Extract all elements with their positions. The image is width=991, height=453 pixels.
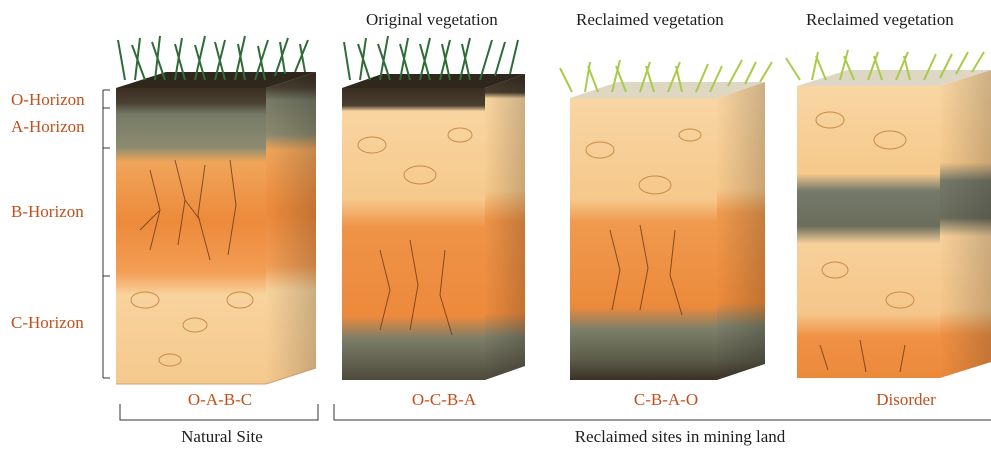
horizon-label-c: C-Horizon xyxy=(11,314,84,331)
sequence-natural: O-A-B-C xyxy=(160,391,280,408)
group-label-reclaimed: Reclaimed sites in mining land xyxy=(540,428,820,445)
sequence-cbao: C-B-A-O xyxy=(606,391,726,408)
group-label-natural: Natural Site xyxy=(142,428,302,445)
ocba-soil-block xyxy=(342,74,525,380)
sequence-ocba: O-C-B-A xyxy=(384,391,504,408)
grass-original-ocba xyxy=(344,36,518,80)
horizon-label-b: B-Horizon xyxy=(11,203,84,220)
horizon-label-o: O-Horizon xyxy=(11,91,85,108)
horizon-bracket xyxy=(103,90,110,378)
cbao-soil-block xyxy=(570,82,765,380)
heading-cbao: Reclaimed vegetation xyxy=(576,11,724,28)
natural-soil-block xyxy=(116,72,316,384)
horizon-label-a: A-Horizon xyxy=(11,118,85,135)
sequence-disorder: Disorder xyxy=(846,391,966,408)
heading-ocba: Original vegetation xyxy=(366,11,498,28)
disorder-soil-block xyxy=(797,70,991,378)
heading-disorder: Reclaimed vegetation xyxy=(806,11,954,28)
